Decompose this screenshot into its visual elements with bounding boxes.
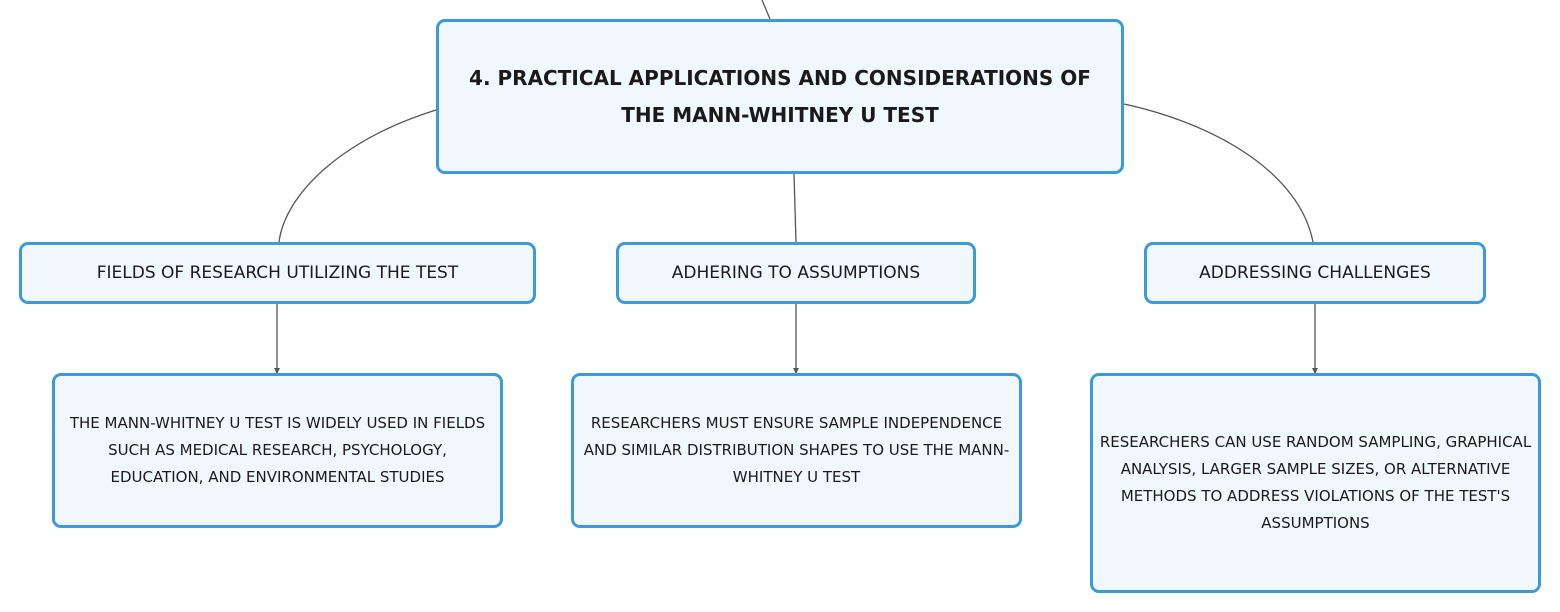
- branch-node-fields-of-research[interactable]: FIELDS OF RESEARCH UTILIZING THE TEST: [19, 242, 536, 304]
- detail-node-addressing-challenges[interactable]: RESEARCHERS CAN USE RANDOM SAMPLING, GRA…: [1090, 373, 1541, 593]
- connector-root-to-branch-2: [793, 173, 797, 243]
- detail-text-adhering-to-assumptions: RESEARCHERS MUST ENSURE SAMPLE INDEPENDE…: [583, 414, 1010, 486]
- branch-node-adhering-to-assumptions[interactable]: ADHERING TO ASSUMPTIONS: [616, 242, 976, 304]
- connector-root-to-branch-3: [1123, 103, 1314, 243]
- branch-label-fields-of-research: FIELDS OF RESEARCH UTILIZING THE TEST: [96, 263, 459, 283]
- detail-node-adhering-to-assumptions[interactable]: RESEARCHERS MUST ENSURE SAMPLE INDEPENDE…: [571, 373, 1022, 528]
- connector-root-to-branch-1: [278, 109, 437, 243]
- branch-node-addressing-challenges[interactable]: ADDRESSING CHALLENGES: [1144, 242, 1486, 304]
- branch-label-adhering-to-assumptions: ADHERING TO ASSUMPTIONS: [671, 263, 921, 283]
- detail-text-fields-of-research: THE MANN-WHITNEY U TEST IS WIDELY USED I…: [69, 414, 486, 486]
- detail-node-fields-of-research[interactable]: THE MANN-WHITNEY U TEST IS WIDELY USED I…: [52, 373, 503, 528]
- branch-label-addressing-challenges: ADDRESSING CHALLENGES: [1199, 263, 1431, 283]
- connector-parent-to-root: [761, 0, 771, 20]
- detail-text-addressing-challenges: RESEARCHERS CAN USE RANDOM SAMPLING, GRA…: [1099, 433, 1532, 532]
- root-topic-label: 4. PRACTICAL APPLICATIONS AND CONSIDERAT…: [469, 65, 1091, 127]
- root-topic-node[interactable]: 4. PRACTICAL APPLICATIONS AND CONSIDERAT…: [436, 19, 1124, 174]
